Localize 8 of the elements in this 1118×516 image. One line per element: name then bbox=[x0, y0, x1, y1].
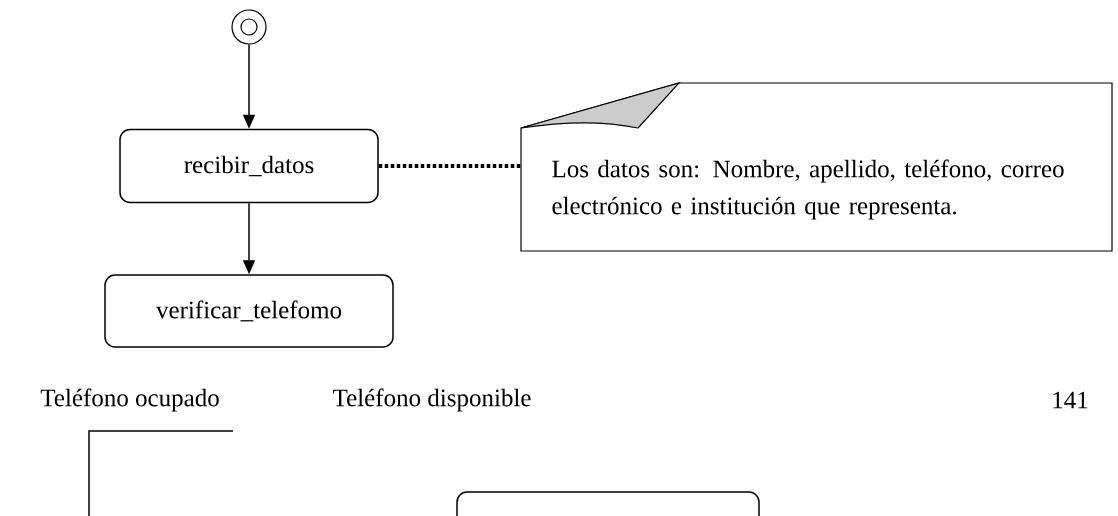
activity-box: recibir_datos bbox=[119, 128, 379, 204]
start-symbol bbox=[231, 9, 267, 45]
label: Teléfono ocupado bbox=[40, 388, 219, 412]
activity-box bbox=[456, 491, 760, 516]
label: Teléfono disponible bbox=[333, 388, 531, 412]
dotted-line bbox=[378, 164, 521, 168]
label: 141 bbox=[1053, 391, 1088, 409]
activity-box: verificar_telefomo bbox=[104, 274, 394, 348]
